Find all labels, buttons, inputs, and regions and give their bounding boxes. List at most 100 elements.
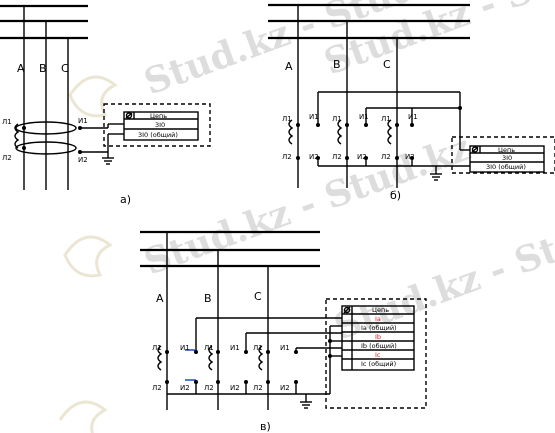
table-cell: Ib (общий) [361,342,397,350]
table-cell: Ic [375,351,381,359]
table-header: Цепь [372,306,389,314]
node-dot [244,350,248,354]
panel-caption: б) [390,189,401,202]
ct-winding [157,345,163,371]
table-cell: 3I0 [155,121,165,129]
table-cell: Ia (общий) [361,324,397,332]
node-dot [328,354,332,358]
table-cell: 3I0 (общий) [138,131,178,139]
node-dot [165,350,169,354]
phase-label-b: B [39,62,47,75]
ct-label-l1: Л1 [204,344,214,352]
ct-label-l1: Л1 [381,115,391,123]
ct-label-l2: Л2 [152,384,162,392]
phase-label-b: B [204,292,212,305]
phase-label-a: A [285,60,293,73]
panel-c-accents [185,349,196,381]
node-dot [216,350,220,354]
ct-label-l1: Л1 [253,344,263,352]
ct-label-l2: Л2 [253,384,263,392]
panel-caption: а) [120,193,131,206]
panel-c [140,230,427,410]
table-cell: 3I0 (общий) [486,163,526,171]
ct-label-i2: И2 [180,384,190,392]
node-dot [294,380,298,384]
node-dot [395,123,399,127]
node-dot [194,350,198,354]
node-dot [410,156,414,160]
node-dot [316,156,320,160]
ct-label-i1: И1 [309,113,319,121]
node-dot [22,146,26,150]
ct-label-i2: И2 [78,156,88,164]
ct-label-l2: Л2 [332,153,342,161]
table-header: Цепь [498,146,515,154]
node-dot [78,126,82,130]
ct-label-i2: И2 [230,384,240,392]
node-dot [266,380,270,384]
node-dot [294,350,298,354]
phase-label-c: C [254,290,262,303]
phase-label-c: C [61,62,69,75]
panel-b-dots [296,106,462,160]
ct-label-i2: И2 [405,153,415,161]
panel-a-dots [22,126,82,154]
panel-caption: в) [260,420,271,433]
node-dot [194,380,198,384]
ct-label-l1: Л1 [152,344,162,352]
ct-label-l1: Л1 [282,115,292,123]
node-dot [165,380,169,384]
panel-c-labels: A B C Л1 И1 Л1 И1 Л1 И1 Л2 И2 Л2 И2 Л2 И… [152,290,397,433]
ct-winding [14,123,20,149]
ct-label-l1: Л1 [2,118,12,126]
current-transformer-core [15,141,77,155]
ct-label-l1: Л1 [332,115,342,123]
ct-label-l2: Л2 [204,384,214,392]
terminal-table [341,305,415,371]
node-dot [410,123,414,127]
ct-winding [208,345,214,371]
phase-label-a: A [17,62,25,75]
table-cell: Ic (общий) [361,360,396,368]
node-dot [22,126,26,130]
terminal-table [469,145,545,173]
terminal-box-frame [103,103,211,147]
phase-label-a: A [156,292,164,305]
node-dot [458,106,462,110]
ct-label-i1: И1 [280,344,290,352]
table-header: Цепь [150,112,167,120]
ct-winding [387,119,393,145]
ct-label-i1: И1 [359,113,369,121]
node-dot [216,380,220,384]
ct-label-l2: Л2 [282,153,292,161]
ct-winding [288,119,294,145]
ct-label-i1: И1 [230,344,240,352]
terminal-box-frame [451,136,555,174]
terminal-symbol-icon [343,306,351,314]
ct-label-i1: И1 [78,117,88,125]
terminal-table [123,111,199,141]
table-cell: Ia [375,315,381,323]
node-dot [395,156,399,160]
terminal-symbol-icon [471,146,479,153]
node-dot [345,156,349,160]
ct-winding [258,345,264,371]
ct-label-i2: И2 [309,153,319,161]
terminal-box-frame [325,298,427,409]
node-dot [296,156,300,160]
ct-label-i2: И2 [280,384,290,392]
panel-b-labels: A B C Л1 И1 Л1 И1 Л1 И1 Л2 И2 Л2 И2 Л2 И… [282,58,526,202]
ct-label-l2: Л2 [381,153,391,161]
panel-b [268,3,555,188]
panel-a-labels: A B C Л1 Л2 И1 И2 Цепь 3I0 3I0 (общий) а… [2,62,178,206]
node-dot [345,123,349,127]
node-dot [266,350,270,354]
ct-label-l2: Л2 [2,154,12,162]
ct-label-i1: И1 [408,113,418,121]
ct-winding [337,119,343,145]
terminal-symbol-icon [125,112,133,119]
node-dot [328,339,332,343]
phase-label-c: C [383,58,391,71]
table-cell: 3I0 [502,154,512,162]
node-dot [316,123,320,127]
